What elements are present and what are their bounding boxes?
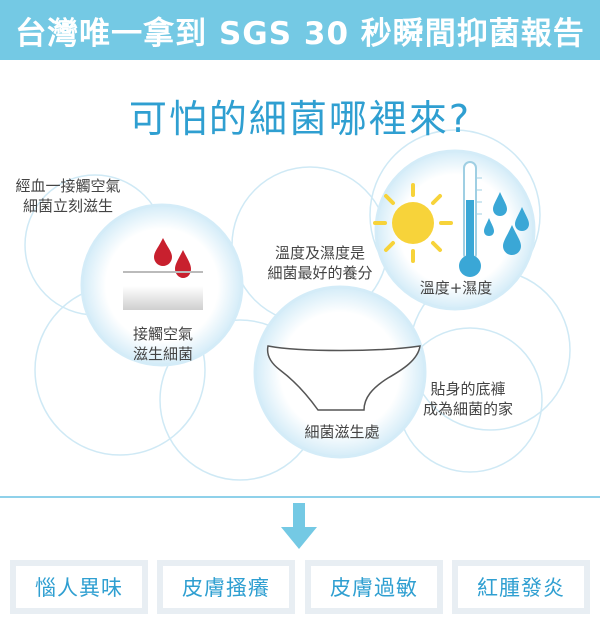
symptom-tag: 皮膚過敏 [305,560,443,614]
pad-icon [123,271,203,310]
down-arrow-icon [281,503,317,549]
section-divider [0,496,600,498]
contact-outer-text: 經血一接觸空氣 細菌立刻滋生 [15,177,121,215]
symptom-label: 皮膚搔癢 [163,566,289,608]
water-drops-icon [484,192,529,255]
underwear-outer-text: 貼身的底褲 成為細菌的家 [422,380,513,418]
contact-inner-text: 接觸空氣 滋生細菌 [132,325,193,363]
symptom-tag: 紅腫發炎 [452,560,590,614]
top-banner: 台灣唯一拿到 SGS 30 秒瞬間抑菌報告 [0,0,600,60]
climate-outer-text: 溫度及濕度是 細菌最好的養分 [267,244,373,282]
symptom-label: 紅腫發炎 [458,566,584,608]
symptom-tag: 皮膚搔癢 [157,560,295,614]
symptom-label: 皮膚過敏 [311,566,437,608]
symptom-tag: 惱人異味 [10,560,148,614]
climate-inner-text: 溫度+濕度 [419,279,493,297]
sun-icon [373,183,453,263]
thermometer-icon [459,161,482,277]
symptom-label: 惱人異味 [16,566,142,608]
bubble-contact [80,203,244,367]
symptom-tags: 惱人異味 皮膚搔癢 皮膚過敏 紅腫發炎 [0,560,600,616]
underwear-inner-text: 細菌滋生處 [304,423,380,441]
underwear-icon [266,345,421,411]
banner-title: 台灣唯一拿到 SGS 30 秒瞬間抑菌報告 [15,15,585,52]
bubble-climate [374,149,536,311]
headline: 可怕的細菌哪裡來? [128,97,472,141]
